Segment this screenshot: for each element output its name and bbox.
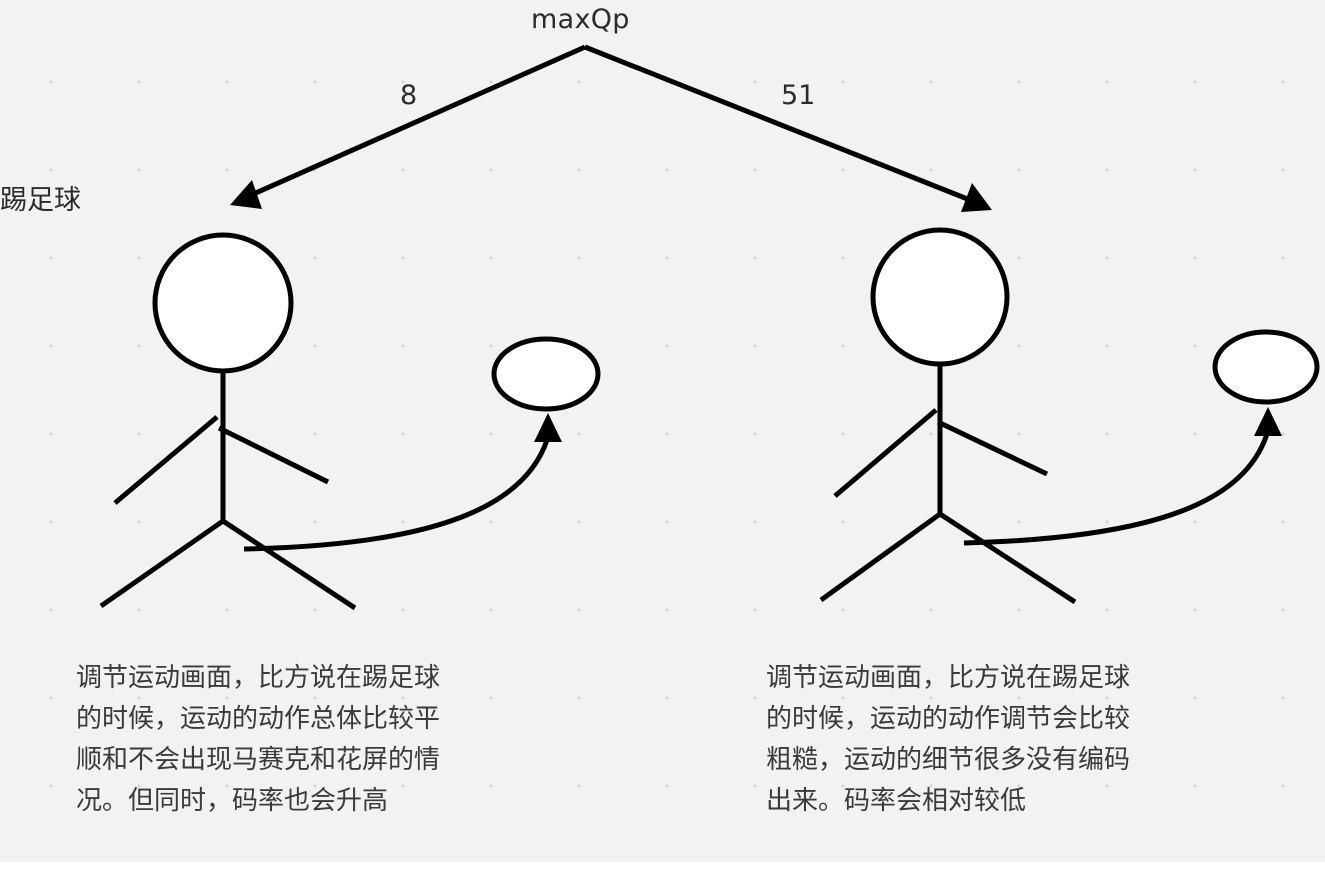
stick-figure-left [99, 232, 601, 611]
stick-figure-right-arm-upper [833, 408, 938, 498]
stick-figure-left-head [152, 232, 294, 374]
description-right: 调节运动画面，比方说在踢足球 的时候，运动的动作调节会比较 粗糙，运动的细节很多… [766, 663, 1131, 816]
connector-arrow-left [247, 44, 587, 199]
stick-figure-right-head [870, 227, 1010, 367]
stick-figure-right-leg-left [819, 511, 942, 603]
stick-figure-left-leg-right [221, 518, 357, 611]
stick-figure-left-arm-lower [217, 425, 330, 485]
connector-arrow-right [584, 44, 976, 205]
stick-figure-right-leg-right [938, 511, 1077, 605]
kick-arrow-right [963, 433, 1270, 546]
stick-figure-left-leg-left [99, 518, 225, 609]
edge-label-right: 51 [781, 80, 816, 111]
stick-figure-left-arm-upper [113, 415, 219, 505]
description-left: 调节运动画面，比方说在踢足球 的时候，运动的动作总体比较平 顺和不会出现马赛克和… [76, 663, 441, 816]
topic-label: 踢足球 [0, 185, 81, 216]
kick-arrowhead-right [1254, 407, 1282, 436]
connector-arrowhead-left [230, 180, 262, 209]
kick-arrowhead-left [534, 413, 562, 442]
edge-label-left: 8 [400, 80, 418, 111]
root-node-label: maxQp [531, 4, 630, 35]
ball-left [491, 336, 601, 412]
ball-right [1212, 329, 1320, 405]
stick-figure-right [819, 227, 1320, 605]
kick-arrow-left [243, 439, 550, 552]
stick-figure-right-arm-lower [936, 419, 1049, 477]
connector-arrowhead-right [961, 183, 992, 212]
tree-connectors [247, 44, 976, 205]
